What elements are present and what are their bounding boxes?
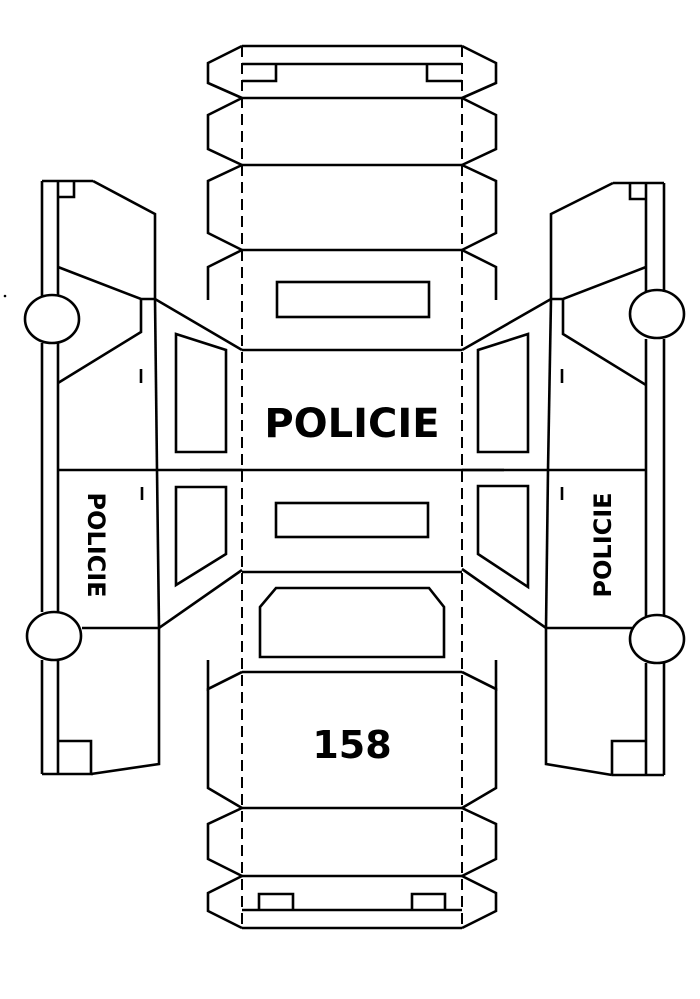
right-side-label: POLICIE — [589, 492, 617, 597]
center-body-strip: POLICIE 158 — [200, 44, 504, 930]
left-side-label: POLICIE — [82, 492, 110, 597]
front-bumper — [242, 62, 462, 83]
right-side-panel: POLICIE — [461, 181, 686, 777]
stray-dot — [3, 294, 7, 298]
left-side-panel: POLICIE — [23, 179, 243, 776]
rear-number: 158 — [312, 723, 391, 767]
rear-roof-window — [274, 501, 430, 539]
glue-tabs-right — [461, 44, 498, 930]
wheel-icon — [628, 288, 686, 340]
left-front-window — [174, 332, 228, 454]
roof-label: POLICIE — [264, 401, 439, 447]
right-front-window — [476, 332, 530, 454]
wheel-icon — [25, 610, 83, 662]
right-rear-window — [476, 484, 530, 590]
glue-tabs-left — [206, 44, 243, 930]
left-rear-window — [174, 485, 228, 588]
wheel-icon — [628, 613, 686, 665]
rear-window — [258, 586, 446, 659]
windshield — [275, 280, 431, 319]
rear-bumper — [242, 892, 462, 912]
wheel-icon — [23, 293, 81, 345]
